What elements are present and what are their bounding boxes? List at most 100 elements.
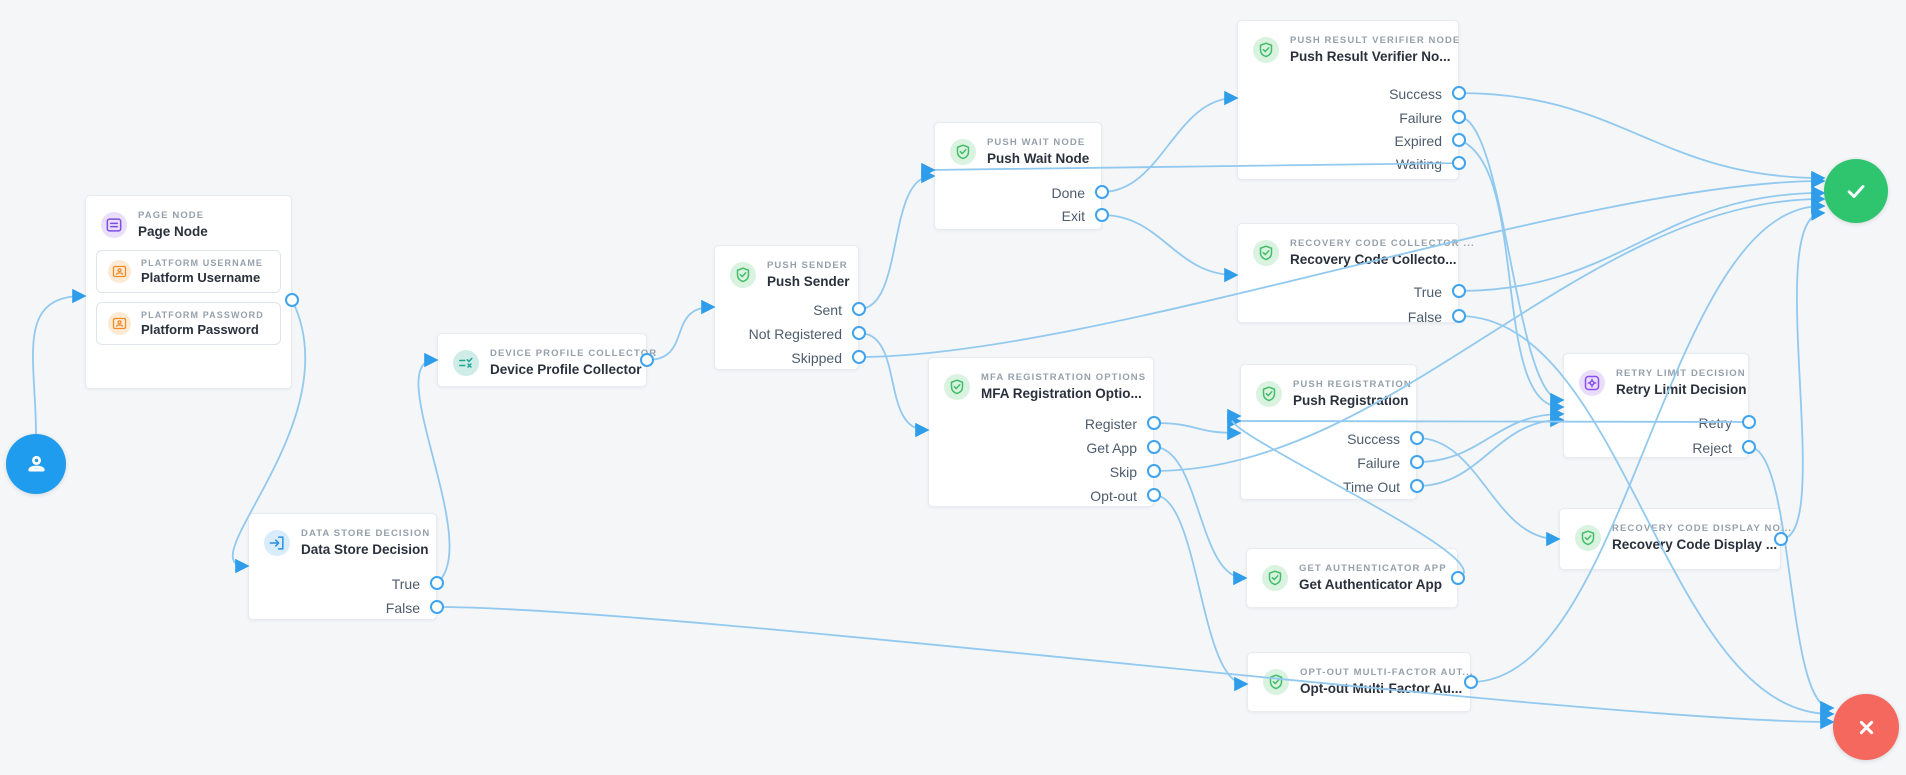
node-title: Get Authenticator App [1299, 577, 1442, 592]
output-label: Time Out [1342, 479, 1400, 495]
success-node[interactable] [1824, 159, 1888, 223]
node-meta: RETRY LIMIT DECISION Retry Limit Decision [1616, 368, 1747, 397]
output-label: Failure [1399, 110, 1442, 126]
node-category: MFA REGISTRATION OPTIONS [981, 372, 1147, 383]
node-title: Push Sender [767, 274, 850, 289]
node-meta: RECOVERY CODE COLLECTOR ... Recovery Code… [1290, 238, 1475, 267]
node-meta: GET AUTHENTICATOR APP Get Authenticator A… [1299, 563, 1447, 592]
edge [858, 332, 930, 438]
output-label: Sent [813, 302, 842, 318]
node-category: DATA STORE DECISION [301, 528, 431, 539]
node-title: Push Wait Node [987, 151, 1090, 166]
node-header: PUSH SENDER Push Sender [715, 246, 858, 300]
output-label: True [1413, 284, 1442, 300]
node-title: Recovery Code Display ... [1612, 537, 1778, 552]
edge [1458, 92, 1826, 186]
node-title: Data Store Decision [301, 542, 429, 557]
node-get-authenticator[interactable]: GET AUTHENTICATOR APP Get Authenticator A… [1246, 548, 1458, 608]
node-category: DEVICE PROFILE COLLECTOR [490, 348, 658, 359]
node-category: PUSH REGISTRATION [1293, 379, 1412, 390]
node-meta: RECOVERY CODE DISPLAY NO... Recovery Code… [1612, 523, 1793, 552]
node-header: GET AUTHENTICATOR APP Get Authenticator A… [1247, 549, 1457, 603]
node-opt-out-mfa[interactable]: OPT-OUT MULTI-FACTOR AUT...Opt-out Multi… [1247, 652, 1474, 712]
shield-check-icon [1253, 239, 1279, 266]
node-retry-limit[interactable]: RETRY LIMIT DECISION Retry Limit Decision… [1563, 353, 1749, 458]
node-meta: OPT-OUT MULTI-FACTOR AUT...Opt-out Multi… [1300, 667, 1474, 696]
output-label: False [385, 600, 420, 616]
node-meta: PUSH SENDER Push Sender [767, 260, 850, 289]
output-label: Register [1084, 416, 1137, 432]
node-category: PUSH WAIT NODE [987, 137, 1086, 148]
node-meta: DATA STORE DECISION Data Store Decision [301, 528, 431, 557]
node-title: Recovery Code Collecto... [1290, 252, 1457, 267]
output-label: Skip [1109, 464, 1137, 480]
node-recovery-code-display[interactable]: RECOVERY CODE DISPLAY NO... Recovery Code… [1559, 508, 1793, 570]
node-category: PUSH SENDER [767, 260, 848, 271]
failure-node[interactable] [1833, 694, 1899, 760]
node-header: RECOVERY CODE DISPLAY NO... Recovery Code… [1560, 509, 1793, 563]
node-meta: PUSH REGISTRATION Push Registration [1293, 379, 1412, 408]
node-header: RECOVERY CODE COLLECTOR ... Recovery Code… [1238, 224, 1475, 278]
subnode-category: PLATFORM PASSWORD [141, 310, 264, 320]
node-category: RECOVERY CODE DISPLAY NO... [1612, 523, 1793, 534]
shield-check-icon [1256, 380, 1282, 407]
edge [1780, 206, 1826, 540]
output-label: True [391, 576, 420, 592]
node-meta: PAGE NODE Page Node [138, 210, 208, 239]
output-label: Exit [1061, 208, 1085, 224]
edge [1153, 446, 1248, 586]
node-title: Page Node [138, 224, 208, 239]
node-title: Push Registration [1293, 393, 1409, 408]
edge [1458, 116, 1565, 408]
output-label: Reject [1692, 440, 1732, 456]
edge [32, 288, 87, 435]
node-category: RECOVERY CODE COLLECTOR ... [1290, 238, 1475, 249]
id-card-icon [108, 312, 131, 335]
start-node[interactable] [6, 434, 66, 494]
edge [1101, 214, 1239, 283]
checklist-icon [453, 349, 479, 376]
node-category: PAGE NODE [138, 210, 205, 221]
node-recovery-code-collector[interactable]: RECOVERY CODE COLLECTOR ... Recovery Code… [1237, 223, 1475, 325]
node-category: RETRY LIMIT DECISION [1616, 368, 1746, 379]
edge [1458, 139, 1565, 415]
output-label: Get App [1086, 440, 1137, 456]
x-icon [1848, 709, 1885, 746]
edge [1101, 90, 1239, 193]
shield-check-icon [1575, 524, 1601, 551]
edge [1153, 494, 1249, 692]
node-category: GET AUTHENTICATOR APP [1299, 563, 1447, 574]
login-icon [264, 529, 290, 556]
node-category: OPT-OUT MULTI-FACTOR AUT... [1300, 667, 1474, 678]
output-label: False [1407, 309, 1442, 325]
node-title: Retry Limit Decision [1616, 382, 1747, 397]
output-label: Not Registered [748, 326, 842, 342]
node-header: PAGE NODE Page Node [86, 196, 291, 250]
node-category: PUSH RESULT VERIFIER NODE [1290, 35, 1461, 46]
output-label: Success [1347, 431, 1400, 447]
edge [1416, 437, 1561, 547]
edge [1458, 185, 1826, 292]
output-label: Skipped [791, 350, 842, 366]
edge [1416, 412, 1565, 487]
edge [436, 606, 1835, 730]
node-header: OPT-OUT MULTI-FACTOR AUT...Opt-out Multi… [1248, 653, 1474, 707]
edge [1153, 422, 1242, 441]
